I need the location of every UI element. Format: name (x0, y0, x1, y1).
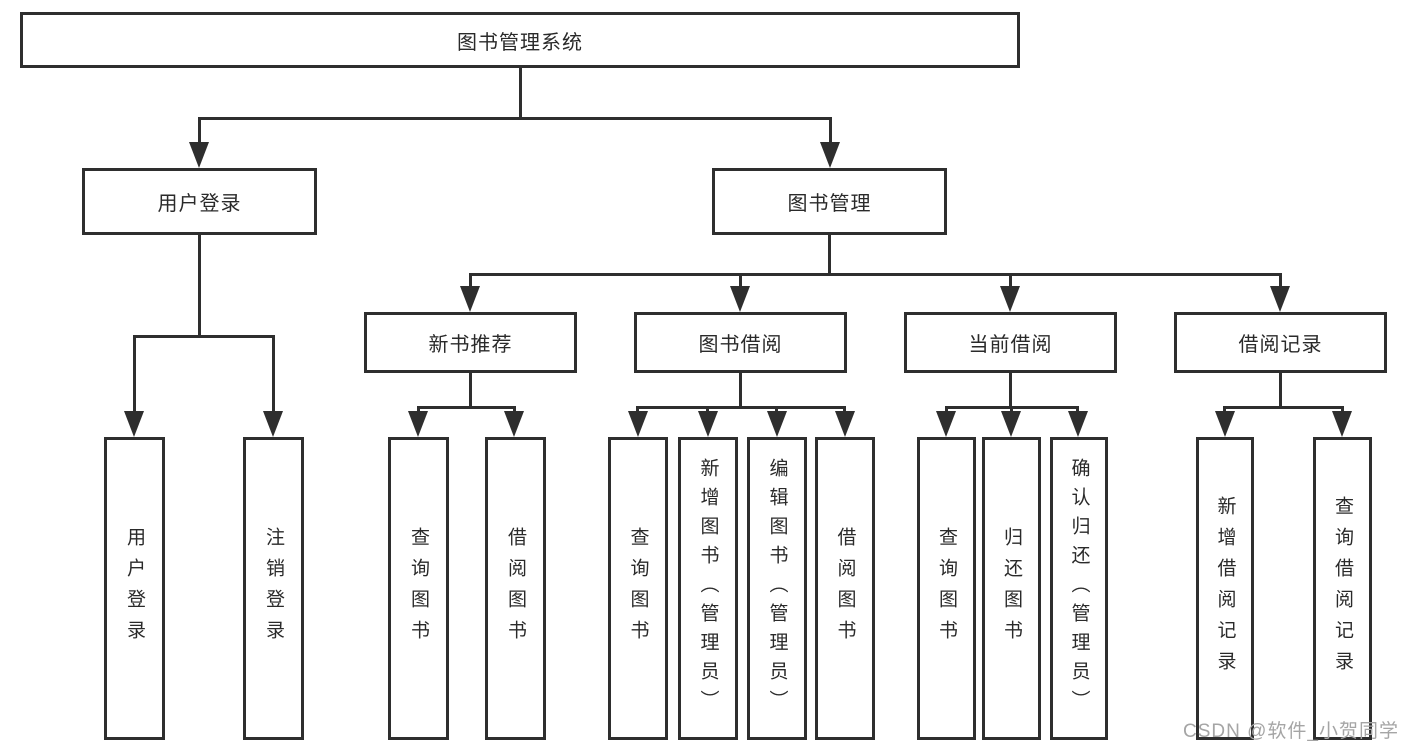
connector-line (739, 373, 742, 409)
arrow-down-icon (1332, 411, 1352, 437)
arrow-down-icon (730, 286, 750, 312)
connector-line (469, 373, 472, 409)
arrow-down-icon (767, 411, 787, 437)
module-new-book-recommend-box: 新书推荐 (364, 312, 577, 373)
connector-line (1341, 406, 1344, 414)
arrow-down-icon (1001, 411, 1021, 437)
module-book-borrow-box: 图书借阅 (634, 312, 847, 373)
connector-line (469, 273, 1281, 276)
connector-line (272, 335, 275, 413)
connector-line (706, 406, 709, 414)
leaf-current-query-box: 查询图书 (917, 437, 976, 740)
connector-line (1279, 373, 1282, 409)
connector-line (519, 66, 522, 119)
connector-line (1223, 406, 1342, 409)
arrow-down-icon (263, 411, 283, 437)
arrow-down-icon (698, 411, 718, 437)
connector-line (1010, 406, 1013, 414)
leaf-borrow-book-box: 借阅图书 (815, 437, 875, 740)
connector-line (1279, 273, 1282, 288)
connector-line (133, 335, 136, 413)
connector-line (636, 406, 639, 414)
branch-book-management-box: 图书管理 (712, 168, 947, 235)
connector-line (513, 406, 516, 414)
connector-line (1076, 406, 1079, 414)
leaf-borrow-edit-admin-box: 编辑图书（管理员） (747, 437, 807, 740)
leaf-user-login-box: 用户登录 (104, 437, 165, 740)
leaf-newbook-query-box: 查询图书 (388, 437, 449, 740)
connector-line (198, 117, 832, 120)
arrow-down-icon (408, 411, 428, 437)
arrow-down-icon (1270, 286, 1290, 312)
root-box: 图书管理系统 (20, 12, 1020, 68)
connector-line (945, 406, 948, 414)
arrow-down-icon (504, 411, 524, 437)
arrow-down-icon (1000, 286, 1020, 312)
connector-line (1009, 373, 1012, 409)
arrow-down-icon (835, 411, 855, 437)
connector-line (469, 273, 472, 288)
connector-line (1009, 273, 1012, 288)
connector-line (1223, 406, 1226, 414)
connector-line (198, 117, 201, 145)
connector-line (739, 273, 742, 288)
connector-line (133, 335, 275, 338)
arrow-down-icon (460, 286, 480, 312)
leaf-add-borrow-record-box: 新增借阅记录 (1196, 437, 1254, 740)
connector-line (828, 235, 831, 276)
connector-line (417, 406, 420, 414)
leaf-borrow-query-box: 查询图书 (608, 437, 668, 740)
arrow-down-icon (936, 411, 956, 437)
connector-line (198, 235, 201, 338)
connector-line (843, 406, 846, 414)
connector-line (417, 406, 516, 409)
leaf-confirm-return-admin-box: 确认归还（管理员） (1050, 437, 1108, 740)
leaf-newbook-borrow-box: 借阅图书 (485, 437, 546, 740)
arrow-down-icon (189, 142, 209, 168)
arrow-down-icon (1068, 411, 1088, 437)
arrow-down-icon (628, 411, 648, 437)
leaf-return-book-box: 归还图书 (982, 437, 1041, 740)
leaf-borrow-add-admin-box: 新增图书（管理员） (678, 437, 738, 740)
leaf-query-borrow-record-box: 查询借阅记录 (1313, 437, 1372, 740)
leaf-logout-box: 注销登录 (243, 437, 304, 740)
arrow-down-icon (124, 411, 144, 437)
arrow-down-icon (820, 142, 840, 168)
connector-line (636, 406, 846, 409)
csdn-watermark: CSDN @软件_小贺同学 (1183, 721, 1399, 742)
arrow-down-icon (1215, 411, 1235, 437)
connector-line (829, 117, 832, 145)
branch-user-login-box: 用户登录 (82, 168, 317, 235)
connector-line (775, 406, 778, 414)
module-current-borrow-box: 当前借阅 (904, 312, 1117, 373)
module-borrow-records-box: 借阅记录 (1174, 312, 1387, 373)
